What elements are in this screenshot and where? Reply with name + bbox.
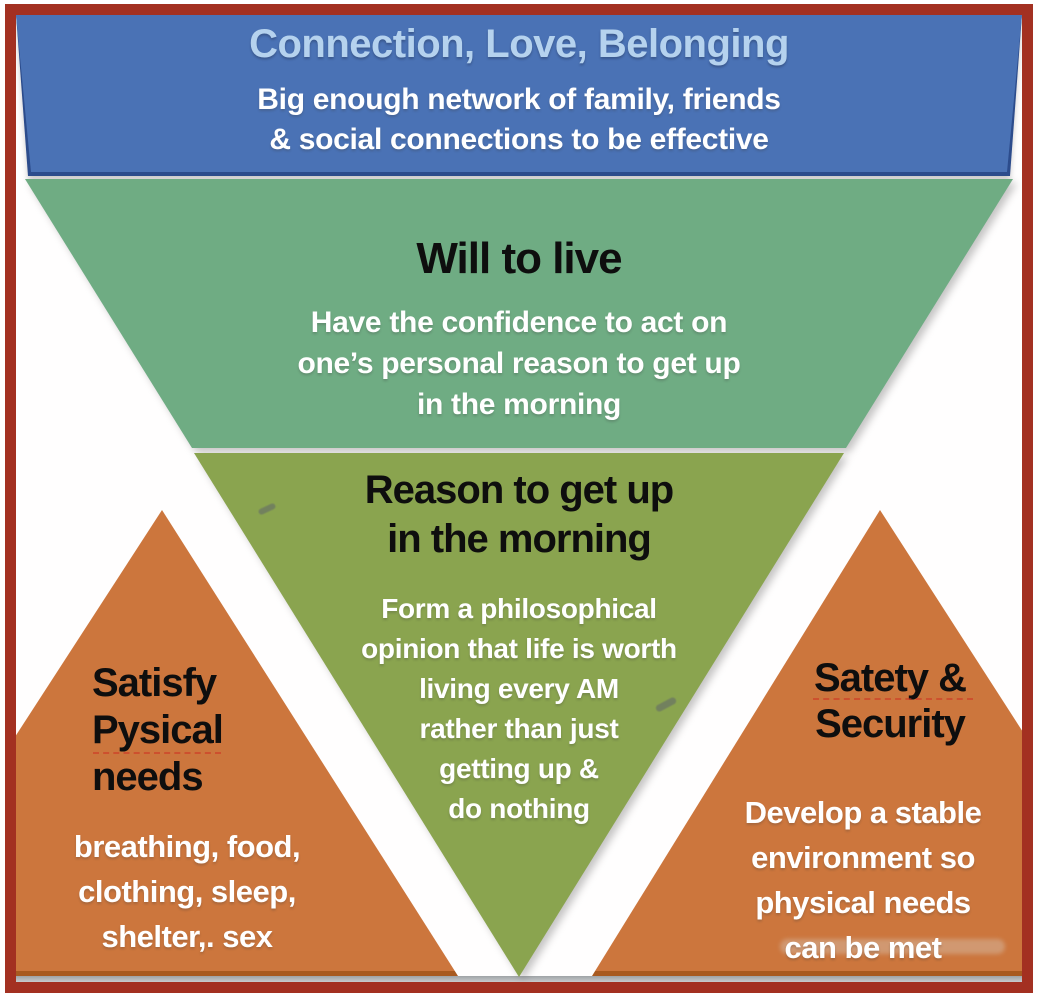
will-to-live-body: Have the confidence to act on one’s pers… [297,306,741,421]
safety-security-body: Develop a stable environment so physical… [744,795,982,965]
connection-title: Connection, Love, Belonging [249,22,789,66]
will-to-live-title: Will to live [416,234,622,283]
connection-body: Big enough network of family, friends & … [257,83,781,156]
physical-needs-title: Satisfy Pysical needs [92,661,224,799]
spellcheck-underline-pysical [93,752,221,754]
safety-security-title: Satety & Security [813,656,967,746]
spellcheck-underline-satety [813,698,973,700]
reason-title: Reason to get up in the morning [364,468,674,561]
erased-text-smudge [780,939,1005,954]
physical-needs-body: breathing, food, clothing, sleep, shelte… [73,829,301,954]
base-shadow-bar [16,976,1022,983]
reason-body: Form a philosophical opinion that life i… [361,593,677,824]
